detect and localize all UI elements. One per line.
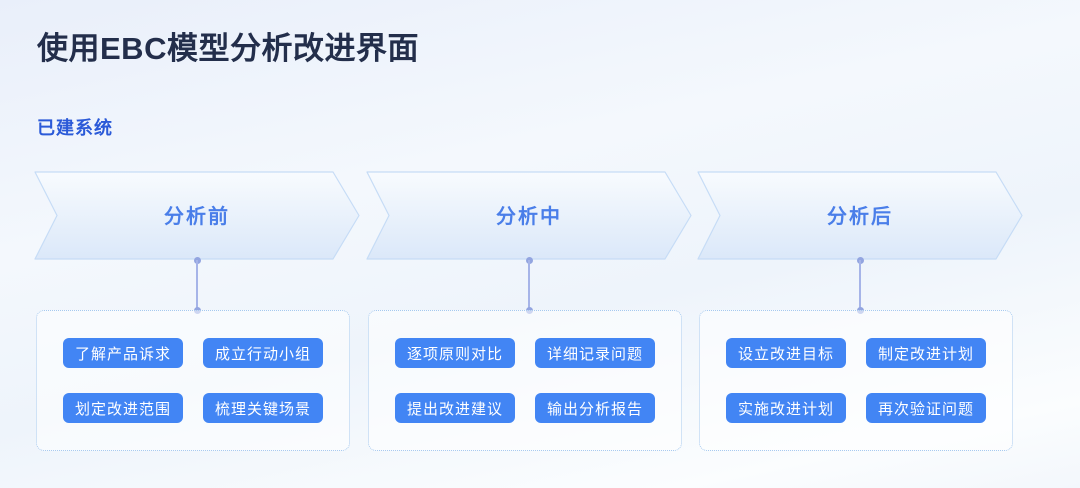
- task-chip: 实施改进计划: [726, 393, 846, 423]
- connector-line: [196, 260, 198, 310]
- stage-arrow: 分析前: [34, 171, 360, 260]
- task-chip: 成立行动小组: [203, 338, 323, 368]
- task-group: 逐项原则对比 详细记录问题 提出改进建议 输出分析报告: [368, 310, 682, 451]
- stage-during-analysis: 分析中 逐项原则对比 详细记录问题 提出改进建议 输出分析报告: [366, 171, 692, 453]
- task-chip: 提出改进建议: [395, 393, 515, 423]
- stage-after-analysis: 分析后 设立改进目标 制定改进计划 实施改进计划 再次验证问题: [697, 171, 1023, 453]
- task-chip: 了解产品诉求: [63, 338, 183, 368]
- task-chip: 划定改进范围: [63, 393, 183, 423]
- section-label: 已建系统: [37, 118, 113, 138]
- task-chip: 设立改进目标: [726, 338, 846, 368]
- connector-line: [528, 260, 530, 310]
- stage-arrow: 分析后: [697, 171, 1023, 260]
- stage-before-analysis: 分析前 了解产品诉求 成立行动小组 划定改进范围 梳理关键场景: [34, 171, 360, 453]
- task-group: 设立改进目标 制定改进计划 实施改进计划 再次验证问题: [699, 310, 1013, 451]
- task-chip: 梳理关键场景: [203, 393, 323, 423]
- task-chip: 制定改进计划: [866, 338, 986, 368]
- task-chip: 再次验证问题: [866, 393, 986, 423]
- stage-label: 分析后: [827, 206, 893, 228]
- task-chip: 逐项原则对比: [395, 338, 515, 368]
- stage-arrow: 分析中: [366, 171, 692, 260]
- arrow-banner-shape: [366, 171, 692, 260]
- arrow-banner-shape: [34, 171, 360, 260]
- connector-line: [859, 260, 861, 310]
- task-group: 了解产品诉求 成立行动小组 划定改进范围 梳理关键场景: [36, 310, 350, 451]
- stage-label: 分析中: [496, 206, 562, 228]
- stage-label: 分析前: [164, 206, 230, 228]
- task-chip: 详细记录问题: [535, 338, 655, 368]
- arrow-banner-shape: [697, 171, 1023, 260]
- page-title: 使用EBC模型分析改进界面: [37, 31, 419, 66]
- task-chip: 输出分析报告: [535, 393, 655, 423]
